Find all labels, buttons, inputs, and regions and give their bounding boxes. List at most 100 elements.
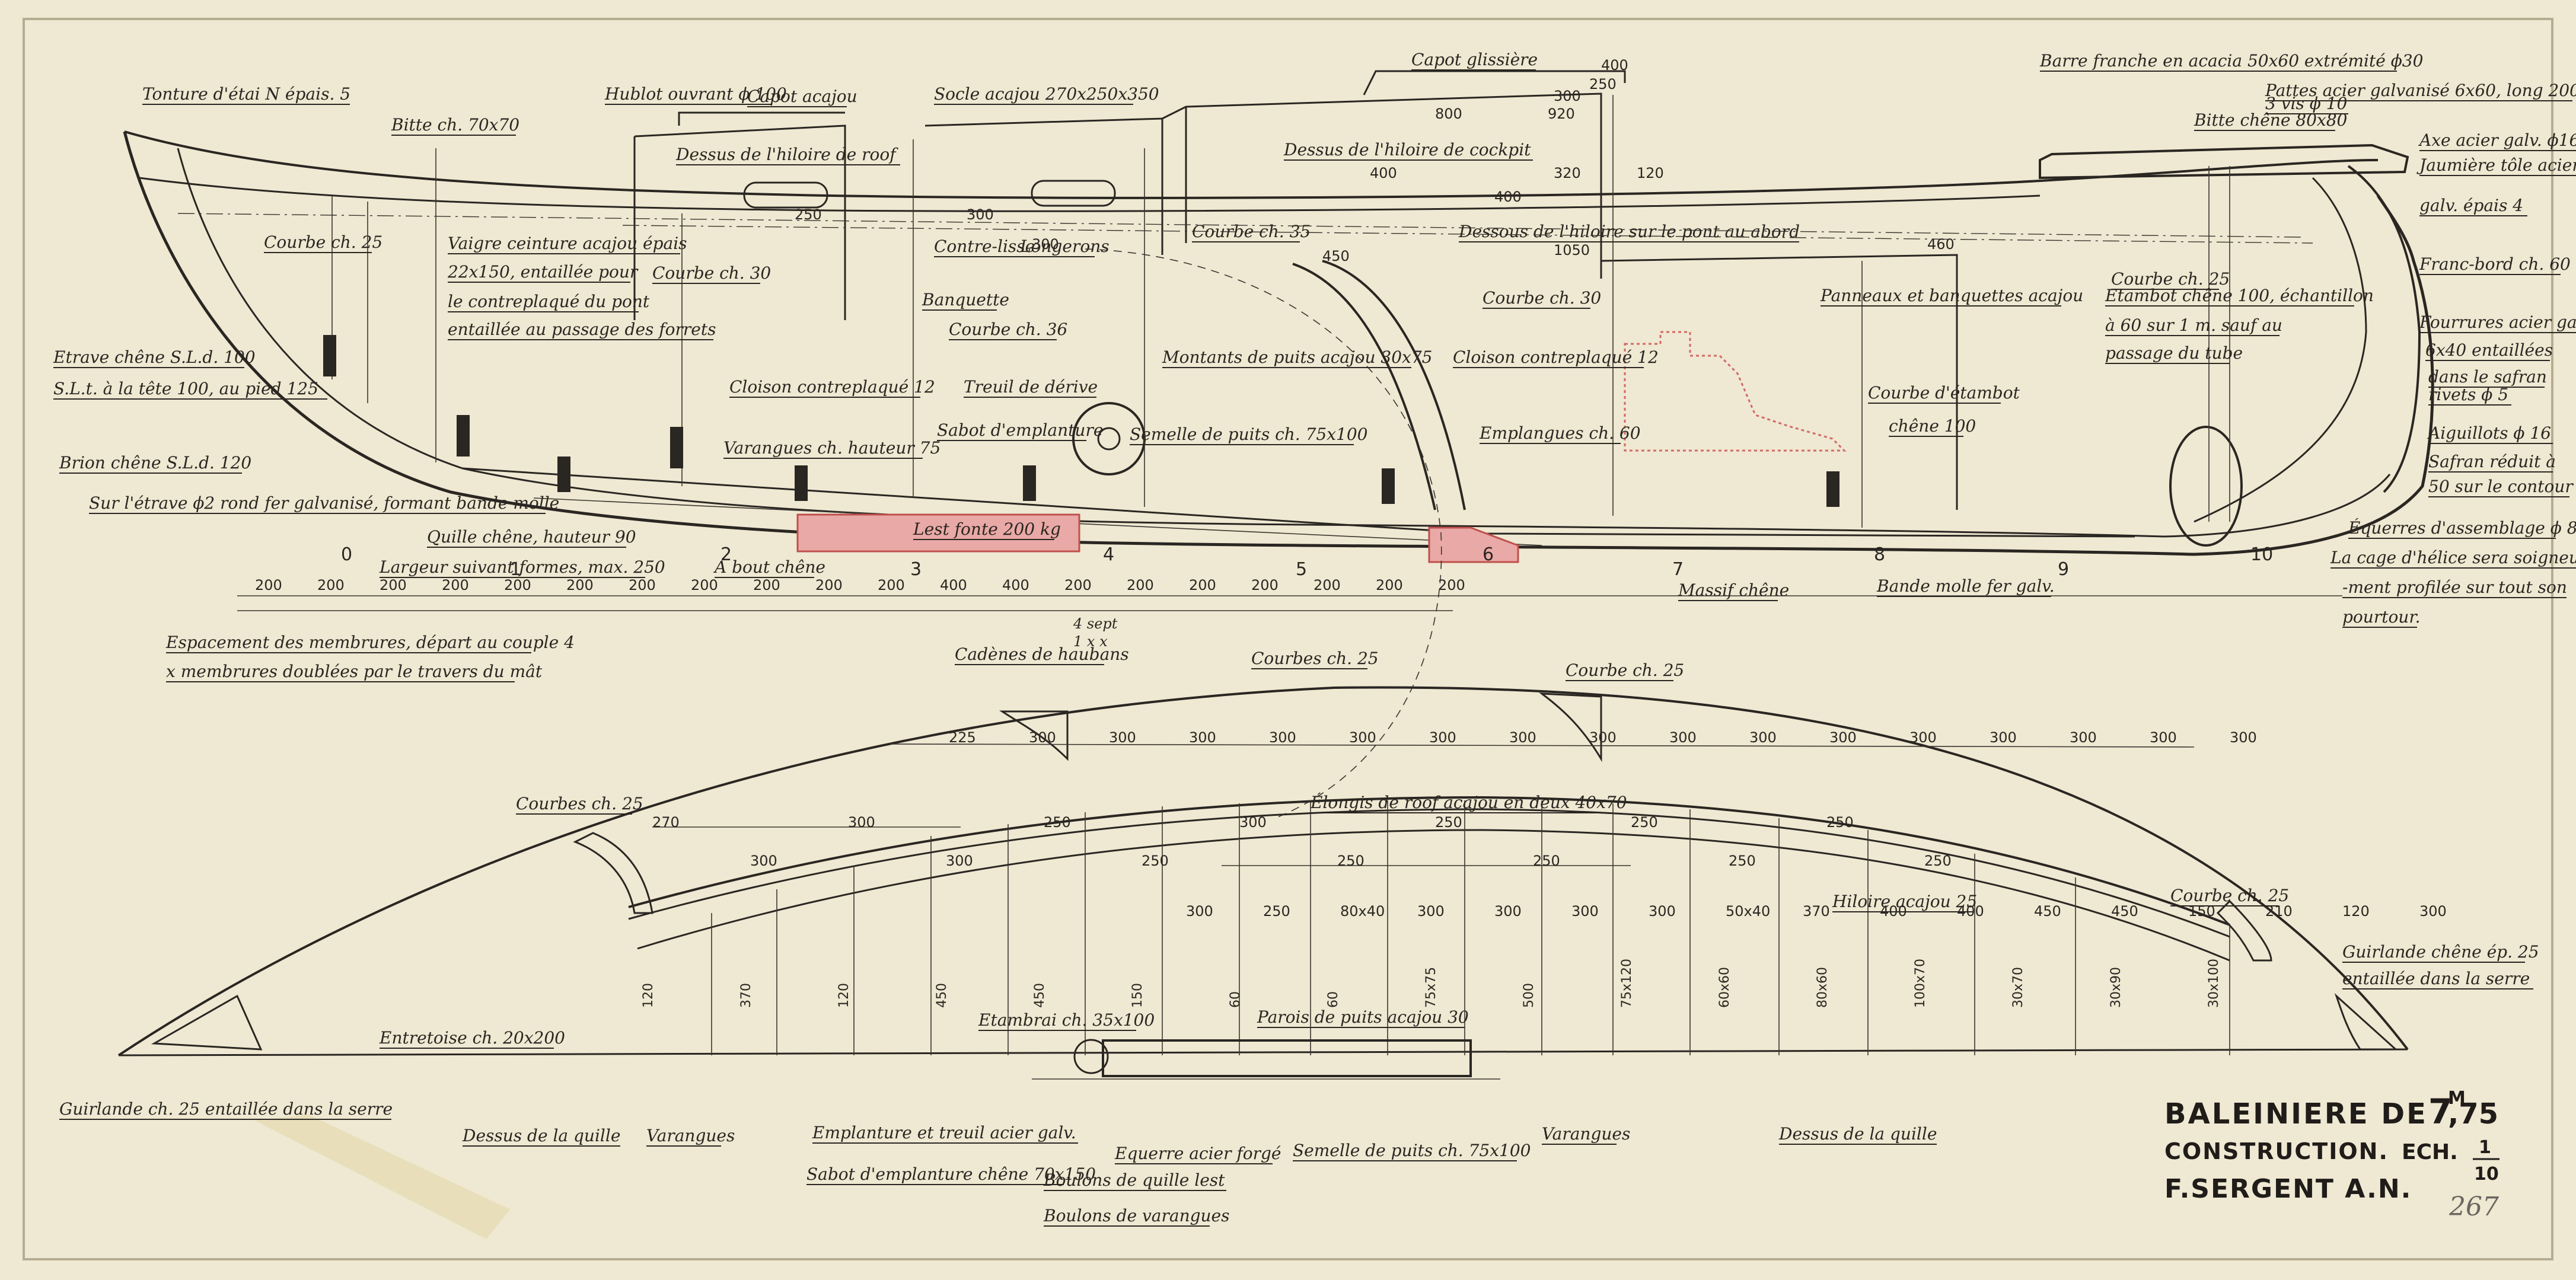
profile-label: Espacement des membrures, départ au coup… (165, 633, 575, 652)
profile-dim: 400 (940, 577, 967, 593)
plan-dim: 300 (1239, 814, 1267, 831)
profile-dim: 400 (1002, 577, 1029, 593)
profile-label: Vaigre ceinture acajou épais (448, 234, 687, 253)
station-number: 3 (910, 559, 922, 580)
profile-dim: 200 (1189, 577, 1216, 593)
profile-label: Etrave chêne S.L.d. 100 (53, 347, 256, 367)
plan-dim: 150 (2188, 903, 2215, 920)
profile-label: Courbe ch. 30 (1483, 288, 1601, 308)
profile-label: Cloison contreplaqué 12 (1453, 347, 1659, 367)
profile-label: Longerons (1019, 237, 1110, 256)
profile-label: Montants de puits acajou 30x75 (1162, 347, 1432, 367)
plan-vertical-dim: 75x75 (1424, 967, 1439, 1008)
plan-dim: 300 (1029, 729, 1056, 746)
plan-dim: 300 (1349, 729, 1376, 746)
plan-dim: 250 (1435, 814, 1462, 831)
lead-ballast-aft (1428, 526, 1519, 563)
profile-label: Largeur suivant formes, max. 250 (379, 557, 665, 577)
profile-label: Capot acajou (747, 87, 857, 106)
profile-label: Pattes acier galvanisé 6x60, long 200 (2265, 81, 2576, 100)
plan-label: Semelle de puits ch. 75x100 (1293, 1141, 1531, 1160)
profile-dim: 400 (1370, 165, 1397, 181)
profile-dim: 400 (1494, 189, 1522, 205)
plan-dim: 300 (1186, 903, 1213, 920)
plan-dim: 250 (1533, 853, 1560, 869)
plan-dim: 300 (1189, 729, 1216, 746)
plan-dim: 300 (1829, 729, 1857, 746)
plan-dim: 270 (652, 814, 680, 831)
plan-dim: 400 (1957, 903, 1984, 920)
plan-dim: 300 (1109, 729, 1136, 746)
profile-label: Bitte chêne 80x80 (2194, 110, 2347, 130)
plan-dim: 300 (1571, 903, 1599, 920)
plan-vertical-dim: 150 (1130, 983, 1145, 1008)
plan-dim: 300 (2230, 729, 2257, 746)
profile-label: Dessus de l'hiloire de cockpit (1283, 140, 1531, 159)
plan-vertical-dim: 100x70 (1913, 959, 1928, 1008)
profile-label: Barre franche en acacia 50x60 extrémité … (2039, 51, 2423, 71)
profile-label: galv. épais 4 (2419, 196, 2523, 215)
profile-dim: 800 (1435, 106, 1462, 122)
profile-label: Sabot d'emplanture (937, 420, 1103, 440)
plan-dim: 250 (1631, 814, 1658, 831)
title-line3: F.SERGENT A.N. (2164, 1174, 2412, 1204)
profile-label: Cloison contreplaqué 12 (729, 377, 935, 397)
plan-dim: 50x40 (1726, 903, 1770, 920)
profile-dim: 200 (815, 577, 843, 593)
station-number: 9 (2058, 559, 2069, 580)
profile-label: rivets ϕ 5 (2428, 385, 2508, 404)
lead-ballast (796, 513, 1080, 553)
profile-label: 22x150, entaillée pour (447, 262, 639, 282)
profile-label: Etambot chêne 100, échantillon (2105, 286, 2374, 305)
profile-label: Dessous de l'hiloire sur le pont au abor… (1458, 222, 1800, 241)
plan-label: Dessus de la quille (462, 1126, 620, 1145)
sheet-number: 267 (2449, 1192, 2499, 1222)
profile-label: Aiguillots ϕ 16 (2427, 423, 2551, 443)
profile-label: Lest fonte 200 kg (913, 519, 1061, 539)
pencil-note: 4 sept (1073, 615, 1118, 632)
profile-label: Quille chêne, hauteur 90 (427, 527, 636, 547)
plan-dim: 300 (1429, 729, 1456, 746)
plan-vertical-dim: 60 (1228, 991, 1243, 1008)
plan-vertical-dim: 120 (641, 983, 656, 1008)
profile-dim: 300 (1032, 236, 1059, 253)
profile-label: Courbe ch. 25 (2111, 269, 2230, 289)
plan-label: Entretoise ch. 20x200 (379, 1028, 565, 1048)
profile-dim: 200 (629, 577, 656, 593)
profile-label: La cage d'hélice sera soigneuse- (2330, 548, 2576, 567)
plan-dim: 300 (1909, 729, 1937, 746)
profile-dim: 460 (1927, 236, 1955, 253)
plan-label: Emplanture et treuil acier galv. (812, 1123, 1076, 1142)
station-number: 7 (1672, 559, 1684, 580)
profile-label: Massif chêne (1678, 580, 1789, 600)
plan-label: Courbes ch. 25 (516, 794, 643, 813)
profile-dim: 920 (1548, 106, 1575, 122)
plan-dim: 300 (1990, 729, 2017, 746)
plan-dim: 300 (1509, 729, 1536, 746)
plan-dim: 300 (848, 814, 875, 831)
profile-dim: 400 (1601, 57, 1628, 74)
plan-dim: 250 (1729, 853, 1756, 869)
plan-dim: 370 (1803, 903, 1830, 920)
profile-label: Franc-bord ch. 60 (2419, 254, 2571, 274)
profile-label: Hublot ouvrant ϕ 100 (604, 84, 787, 104)
plan-label: Guirlande chêne ép. 25 (2342, 942, 2539, 962)
profile-dim: 200 (504, 577, 531, 593)
plan-label: Courbes ch. 25 (1251, 649, 1379, 668)
plan-dim: 250 (1924, 853, 1952, 869)
plan-dim: 250 (1826, 814, 1854, 831)
plan-dim: 250 (1044, 814, 1071, 831)
plan-dim: 300 (2150, 729, 2177, 746)
profile-dim: 320 (1554, 165, 1581, 181)
profile-label: Bitte ch. 70x70 (391, 115, 519, 135)
title-scale-num: 1 (2479, 1137, 2491, 1158)
profile-label: passage du tube (2105, 343, 2243, 363)
pencil-note: 1 x x (1073, 633, 1108, 650)
profile-label: Safran réduit à (2428, 452, 2556, 471)
plan-label: Varangues (646, 1126, 735, 1145)
